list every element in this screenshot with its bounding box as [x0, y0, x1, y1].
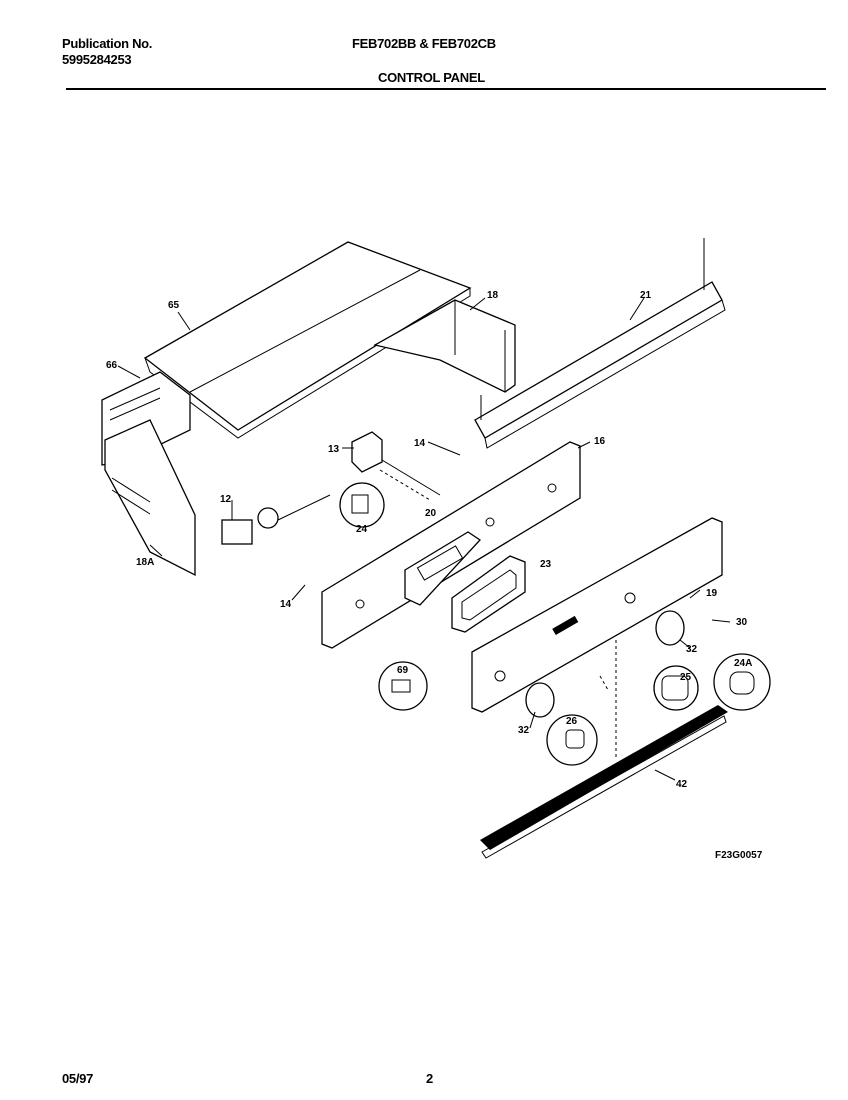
callout-20: 20: [425, 508, 437, 519]
electronic-control: [404, 531, 481, 606]
callout-24a: 24A: [734, 658, 752, 669]
figure-code: F23G0057: [715, 850, 763, 861]
callout-23: 23: [540, 559, 552, 570]
front-panel: [471, 517, 723, 713]
thermostat: [221, 494, 331, 545]
callout-32-right: 32: [686, 644, 698, 655]
switch: [351, 431, 441, 496]
callout-65: 65: [168, 300, 180, 311]
callout-32-left: 32: [518, 725, 530, 736]
top-cover: [143, 241, 472, 439]
leader-lines: [117, 297, 731, 781]
callout-14-top: 14: [414, 438, 426, 449]
callout-42: 42: [676, 779, 688, 790]
callout-13: 13: [328, 444, 340, 455]
callout-16: 16: [594, 436, 606, 447]
trim-strip: [480, 705, 728, 859]
footer-date: 05/97: [62, 1071, 94, 1086]
callout-26: 26: [566, 716, 578, 727]
model-title: FEB702BB & FEB702CB: [352, 36, 496, 51]
callout-14-left: 14: [280, 599, 292, 610]
side-bracket: [373, 299, 516, 393]
callout-18: 18: [487, 290, 499, 301]
publication-label: Publication No.: [62, 36, 153, 51]
publication-number: 5995284253: [62, 52, 132, 67]
left-bracket: [101, 371, 196, 577]
section-title: CONTROL PANEL: [378, 70, 485, 85]
footer-page-number: 2: [426, 1071, 433, 1086]
trim-bar: [474, 238, 726, 449]
detail-circles: [339, 482, 771, 766]
callout-25: 25: [680, 672, 692, 683]
callout-12: 12: [220, 494, 232, 505]
header-rule: [66, 88, 826, 90]
callout-24: 24: [356, 524, 368, 535]
callout-66: 66: [106, 360, 118, 371]
callout-21: 21: [640, 290, 652, 301]
callout-69: 69: [397, 665, 409, 676]
bezel-frame: [451, 555, 526, 633]
callout-18a: 18A: [136, 557, 154, 568]
callout-30: 30: [736, 617, 748, 628]
callout-19: 19: [706, 588, 718, 599]
knobs: [525, 610, 685, 718]
